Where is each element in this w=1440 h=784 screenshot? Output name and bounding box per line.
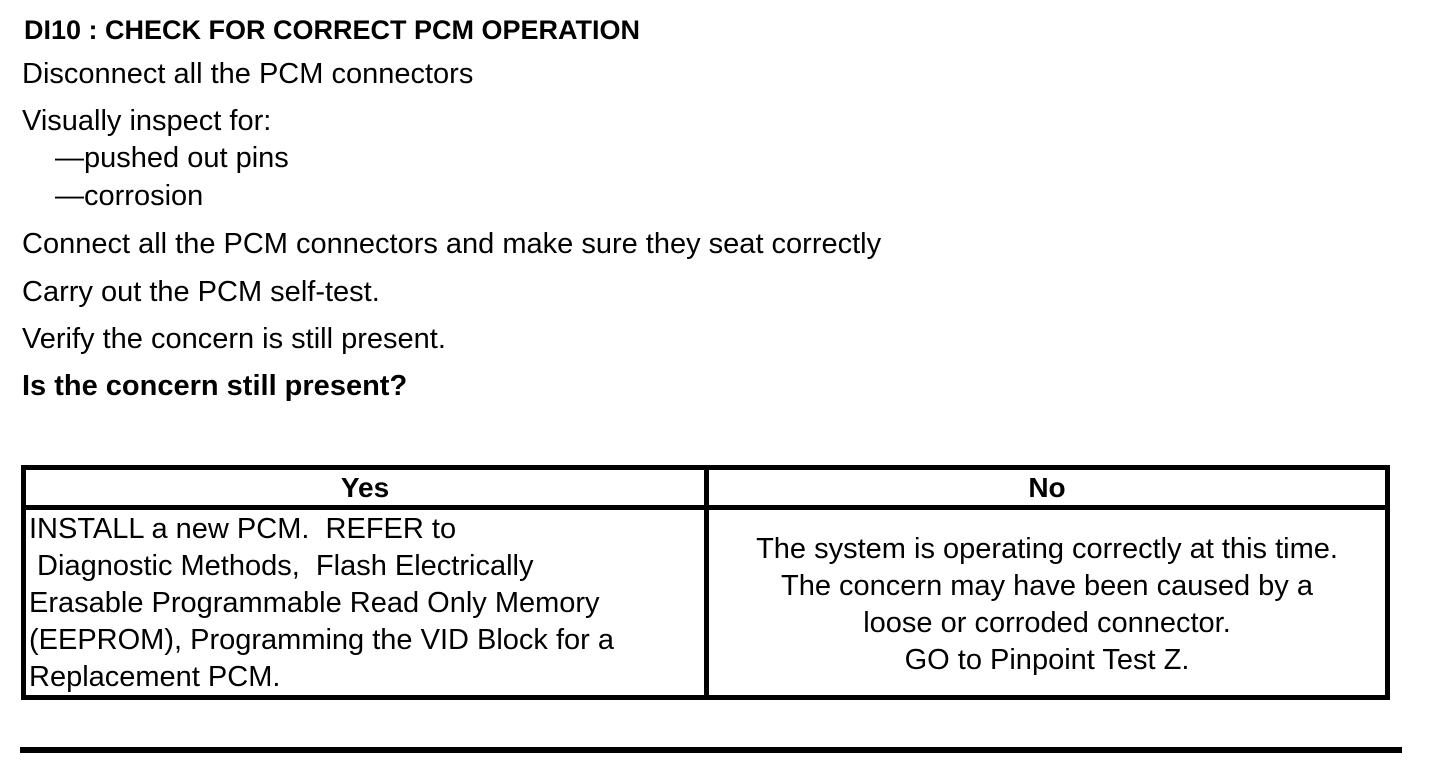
no-action-cell: The system is operating correctly at thi…: [709, 510, 1385, 696]
no-column-header: No: [1028, 472, 1066, 503]
step-disconnect-connectors: Disconnect all the PCM connectors: [22, 58, 474, 90]
table-header-row: Yes No: [26, 470, 1385, 510]
yes-action-line: INSTALL a new PCM. REFER to: [29, 513, 457, 545]
step-pcm-self-test: Carry out the PCM self-test.: [22, 276, 380, 308]
yes-action-cell: INSTALL a new PCM. REFER to Diagnostic M…: [26, 510, 709, 696]
step-visually-inspect: Visually inspect for:: [22, 105, 272, 137]
step-verify-concern: Verify the concern is still present.: [22, 323, 446, 355]
yes-action-line: Diagnostic Methods, Flash Electrically: [29, 550, 534, 582]
table-body-row: INSTALL a new PCM. REFER to Diagnostic M…: [26, 510, 1385, 696]
no-action-line: The system is operating correctly at thi…: [756, 533, 1338, 565]
no-action-line: GO to Pinpoint Test Z.: [904, 644, 1190, 676]
procedure-title: DI10 : CHECK FOR CORRECT PCM OPERATION: [24, 15, 641, 45]
step-connect-connectors: Connect all the PCM connectors and make …: [22, 228, 882, 260]
inspect-item-corrosion: —corrosion: [55, 180, 204, 212]
no-action-line: The concern may have been caused by a: [781, 570, 1313, 602]
yes-column-header: Yes: [26, 470, 709, 505]
results-table: Yes No INSTALL a new PCM. REFER to Diagn…: [21, 465, 1390, 700]
yes-action-line: (EEPROM), Programming the VID Block for …: [29, 624, 614, 656]
yes-action-line: Erasable Programmable Read Only Memory: [29, 587, 600, 619]
decision-question: Is the concern still present?: [22, 370, 408, 402]
yes-action-line: Replacement PCM.: [29, 661, 281, 693]
page-divider-rule: [20, 747, 1402, 753]
inspect-item-pushed-out-pins: —pushed out pins: [55, 142, 289, 174]
no-action-line: loose or corroded connector.: [863, 607, 1231, 639]
